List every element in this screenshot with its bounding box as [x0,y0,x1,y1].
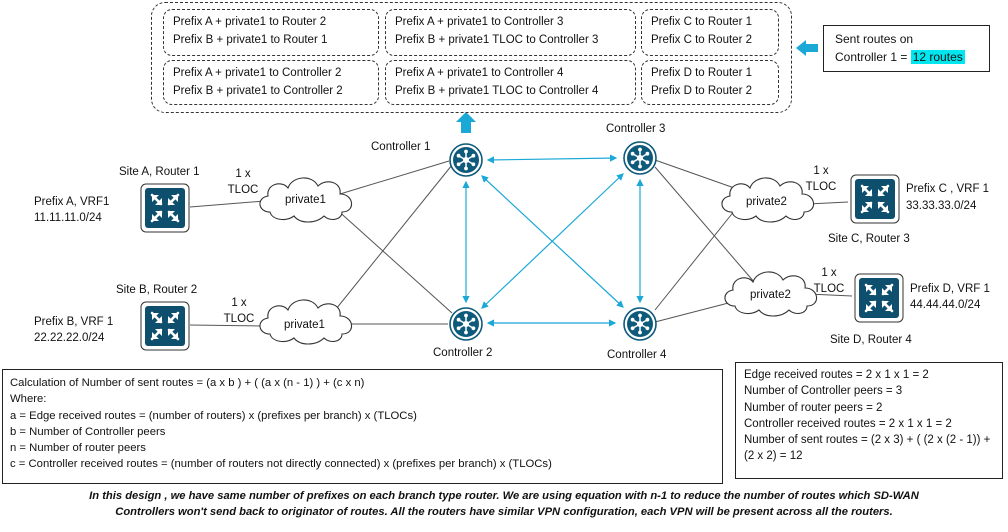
design-note: In this design , we have same number of … [0,488,1008,520]
site-d-tloc-count: 1 x [821,267,837,279]
controller-1-icon [449,143,483,177]
route-line: Prefix A + private1 to Router 2 [173,16,327,28]
calc-line: n = Number of router peers [10,442,146,455]
example-line: Controller received routes = 2 x 1 x 1 =… [744,417,952,430]
site-b-prefix: Prefix B, VRF 1 [34,316,114,328]
controller-3-icon [623,141,657,175]
route-line: Prefix C to Router 2 [651,34,752,46]
sent-routes-line1: Sent routes on [835,32,914,46]
example-box: Edge received routes = 2 x 1 x 1 = 2 Num… [735,362,1003,479]
route-line: Prefix B + private1 to Router 1 [173,34,328,46]
route-line: Prefix A + private1 to Controller 4 [395,67,564,79]
route-box-6: Prefix D to Router 1 Prefix D to Router … [641,60,779,105]
sent-routes-highlight: 12 routes [910,50,965,64]
calculation-box: Calculation of Number of sent routes = (… [2,369,723,484]
site-c-prefix: Prefix C , VRF 1 [906,183,990,195]
site-d-subnet: 44.44.44.0/24 [910,299,981,311]
site-b-tloc: TLOC [223,313,255,325]
site-c-subnet: 33.33.33.0/24 [906,200,977,212]
router-a-icon [139,182,191,234]
calc-line: Calculation of Number of sent routes = (… [10,377,365,389]
cloud-c-label: private2 [746,196,787,208]
controller-2-label: Controller 2 [433,347,493,359]
cloud-d-label: private2 [750,289,791,301]
calc-line: Where: [10,393,47,406]
site-d-prefix: Prefix D, VRF 1 [910,283,990,295]
site-a-tloc-count: 1 x [235,168,251,180]
router-d-icon [853,272,905,324]
sent-routes-line2: Controller 1 = 12 routes [835,50,965,64]
cloud-b-label: private1 [284,319,325,331]
route-line: Prefix B + private1 TLOC to Controller 3 [395,34,599,46]
route-line: Prefix C to Router 1 [651,16,752,28]
router-c-icon [849,173,901,225]
example-line: Number of Controller peers = 3 [744,385,903,398]
controller-2-icon [449,307,483,341]
site-c-tloc: TLOC [805,181,837,193]
route-box-5: Prefix A + private1 to Controller 4 Pref… [385,60,636,105]
sent-routes-callout: Sent routes on Controller 1 = 12 routes [823,25,990,72]
calc-line: c = Controller received routes = (number… [10,458,552,471]
calc-line: a = Edge received routes = (number of ro… [10,409,417,422]
site-b-title: Site B, Router 2 [116,284,198,296]
route-line: Prefix D to Router 2 [651,85,752,97]
site-b-subnet: 22.22.22.0/24 [34,332,105,344]
site-d-tloc: TLOC [813,283,845,295]
cloud-a-label: private1 [285,194,326,206]
site-a-tloc: TLOC [227,184,259,196]
site-a-title: Site A, Router 1 [119,166,200,178]
route-line: Prefix D to Router 1 [651,67,752,79]
site-a-subnet: 11.11.11.0/24 [34,212,102,224]
router-b-icon [139,300,191,352]
example-line: Edge received routes = 2 x 1 x 1 = 2 [744,369,929,381]
site-c-title: Site C, Router 3 [828,233,910,245]
site-b-tloc-count: 1 x [231,297,247,309]
route-line: Prefix A + private1 to Controller 2 [173,67,342,79]
calc-line: b = Number of Controller peers [10,425,166,438]
route-box-2: Prefix A + private1 to Controller 3 Pref… [385,9,636,56]
sent-routes-panel [151,2,792,113]
controller-3-label: Controller 3 [606,123,666,135]
note-line: In this design , we have same number of … [89,490,919,502]
route-box-1: Prefix A + private1 to Router 2 Prefix B… [163,9,379,56]
site-c-tloc-count: 1 x [813,165,829,177]
example-line: Number of sent routes = (2 x 3) + ( (2 x… [744,434,991,463]
note-line: Controllers won't send back to originato… [115,506,893,518]
site-a-prefix: Prefix A, VRF1 [34,196,110,208]
site-d-title: Site D, Router 4 [830,334,912,346]
route-box-4: Prefix A + private1 to Controller 2 Pref… [163,60,379,105]
controller-1-label: Controller 1 [371,141,431,153]
route-box-3: Prefix C to Router 1 Prefix C to Router … [641,9,779,56]
route-line: Prefix B + private1 TLOC to Controller 4 [395,85,599,97]
controller-4-label: Controller 4 [607,349,667,361]
route-line: Prefix A + private1 to Controller 3 [395,16,564,28]
route-line: Prefix B + private1 to Controller 2 [173,85,343,97]
controller-4-icon [623,307,657,341]
example-line: Number of router peers = 2 [744,401,883,414]
